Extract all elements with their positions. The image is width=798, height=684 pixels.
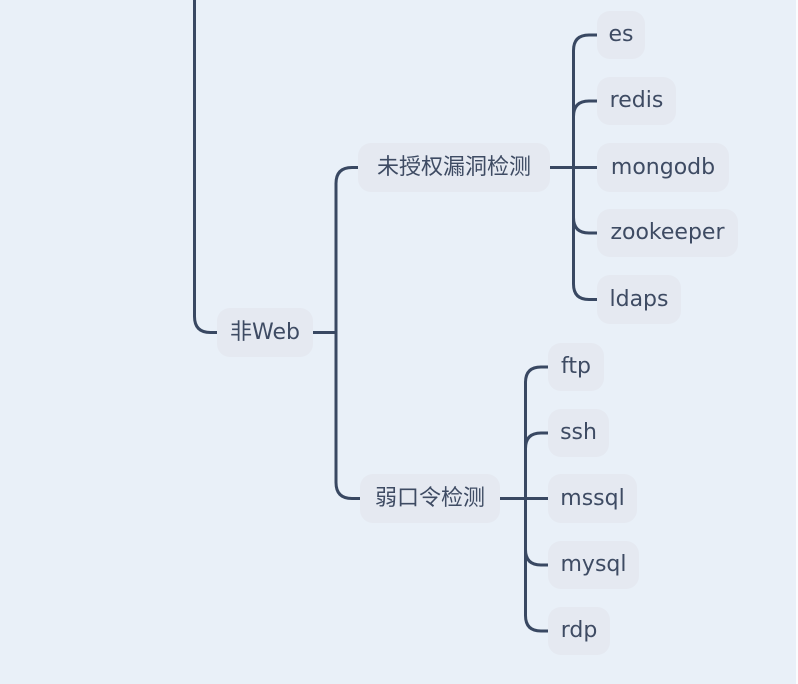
node-label: 弱口令检测 [374,485,485,511]
connector-weakpass-to-ftp [524,365,553,500]
node-label: ftp [561,354,591,379]
mindmap-node-mysql[interactable]: mysql [548,541,639,589]
mindmap-node-rdp[interactable]: rdp [548,607,610,655]
node-label: 未授权漏洞检测 [376,154,531,180]
connector-unauth-to-es [572,33,602,169]
mindmap-node-ftp[interactable]: ftp [548,343,604,391]
mindmap-node-non-web[interactable]: 非Web [217,308,313,357]
connector-weakpass-to-rdp [524,497,553,633]
node-label: 非Web [230,319,300,345]
mindmap-node-weak-password-detection[interactable]: 弱口令检测 [360,474,500,523]
mindmap-node-ssh[interactable]: ssh [548,409,609,457]
node-label: zookeeper [610,220,725,245]
mindmap-node-redis[interactable]: redis [597,77,676,125]
connector-unauth-to-redis [572,99,602,169]
mindmap-node-ldaps[interactable]: ldaps [597,275,681,324]
connector-junction-to-weakpass [334,331,364,500]
right-edge-strip [796,0,798,684]
connector-unauth-to-ldaps [572,166,602,301]
node-label: redis [609,88,664,113]
node-label: ssh [560,420,597,445]
node-label: mongodb [610,154,716,180]
node-label: mssql [560,485,625,511]
mindmap-node-mssql[interactable]: mssql [548,474,637,523]
mindmap-node-zookeeper[interactable]: zookeeper [597,209,738,257]
node-label: mysql [560,552,627,577]
connector-weakpass-to-ssh [524,431,553,500]
mindmap-node-mongodb[interactable]: mongodb [597,143,729,192]
mindmap-node-es[interactable]: es [597,11,645,59]
node-label: ldaps [609,286,669,312]
connector-junction-to-unauth [334,166,362,334]
node-label: es [608,22,634,47]
node-label: rdp [560,618,598,643]
mindmap-node-unauthorized-vuln-detection[interactable]: 未授权漏洞检测 [358,143,550,192]
connector-trunk-from-offscreen-parent [193,0,221,334]
